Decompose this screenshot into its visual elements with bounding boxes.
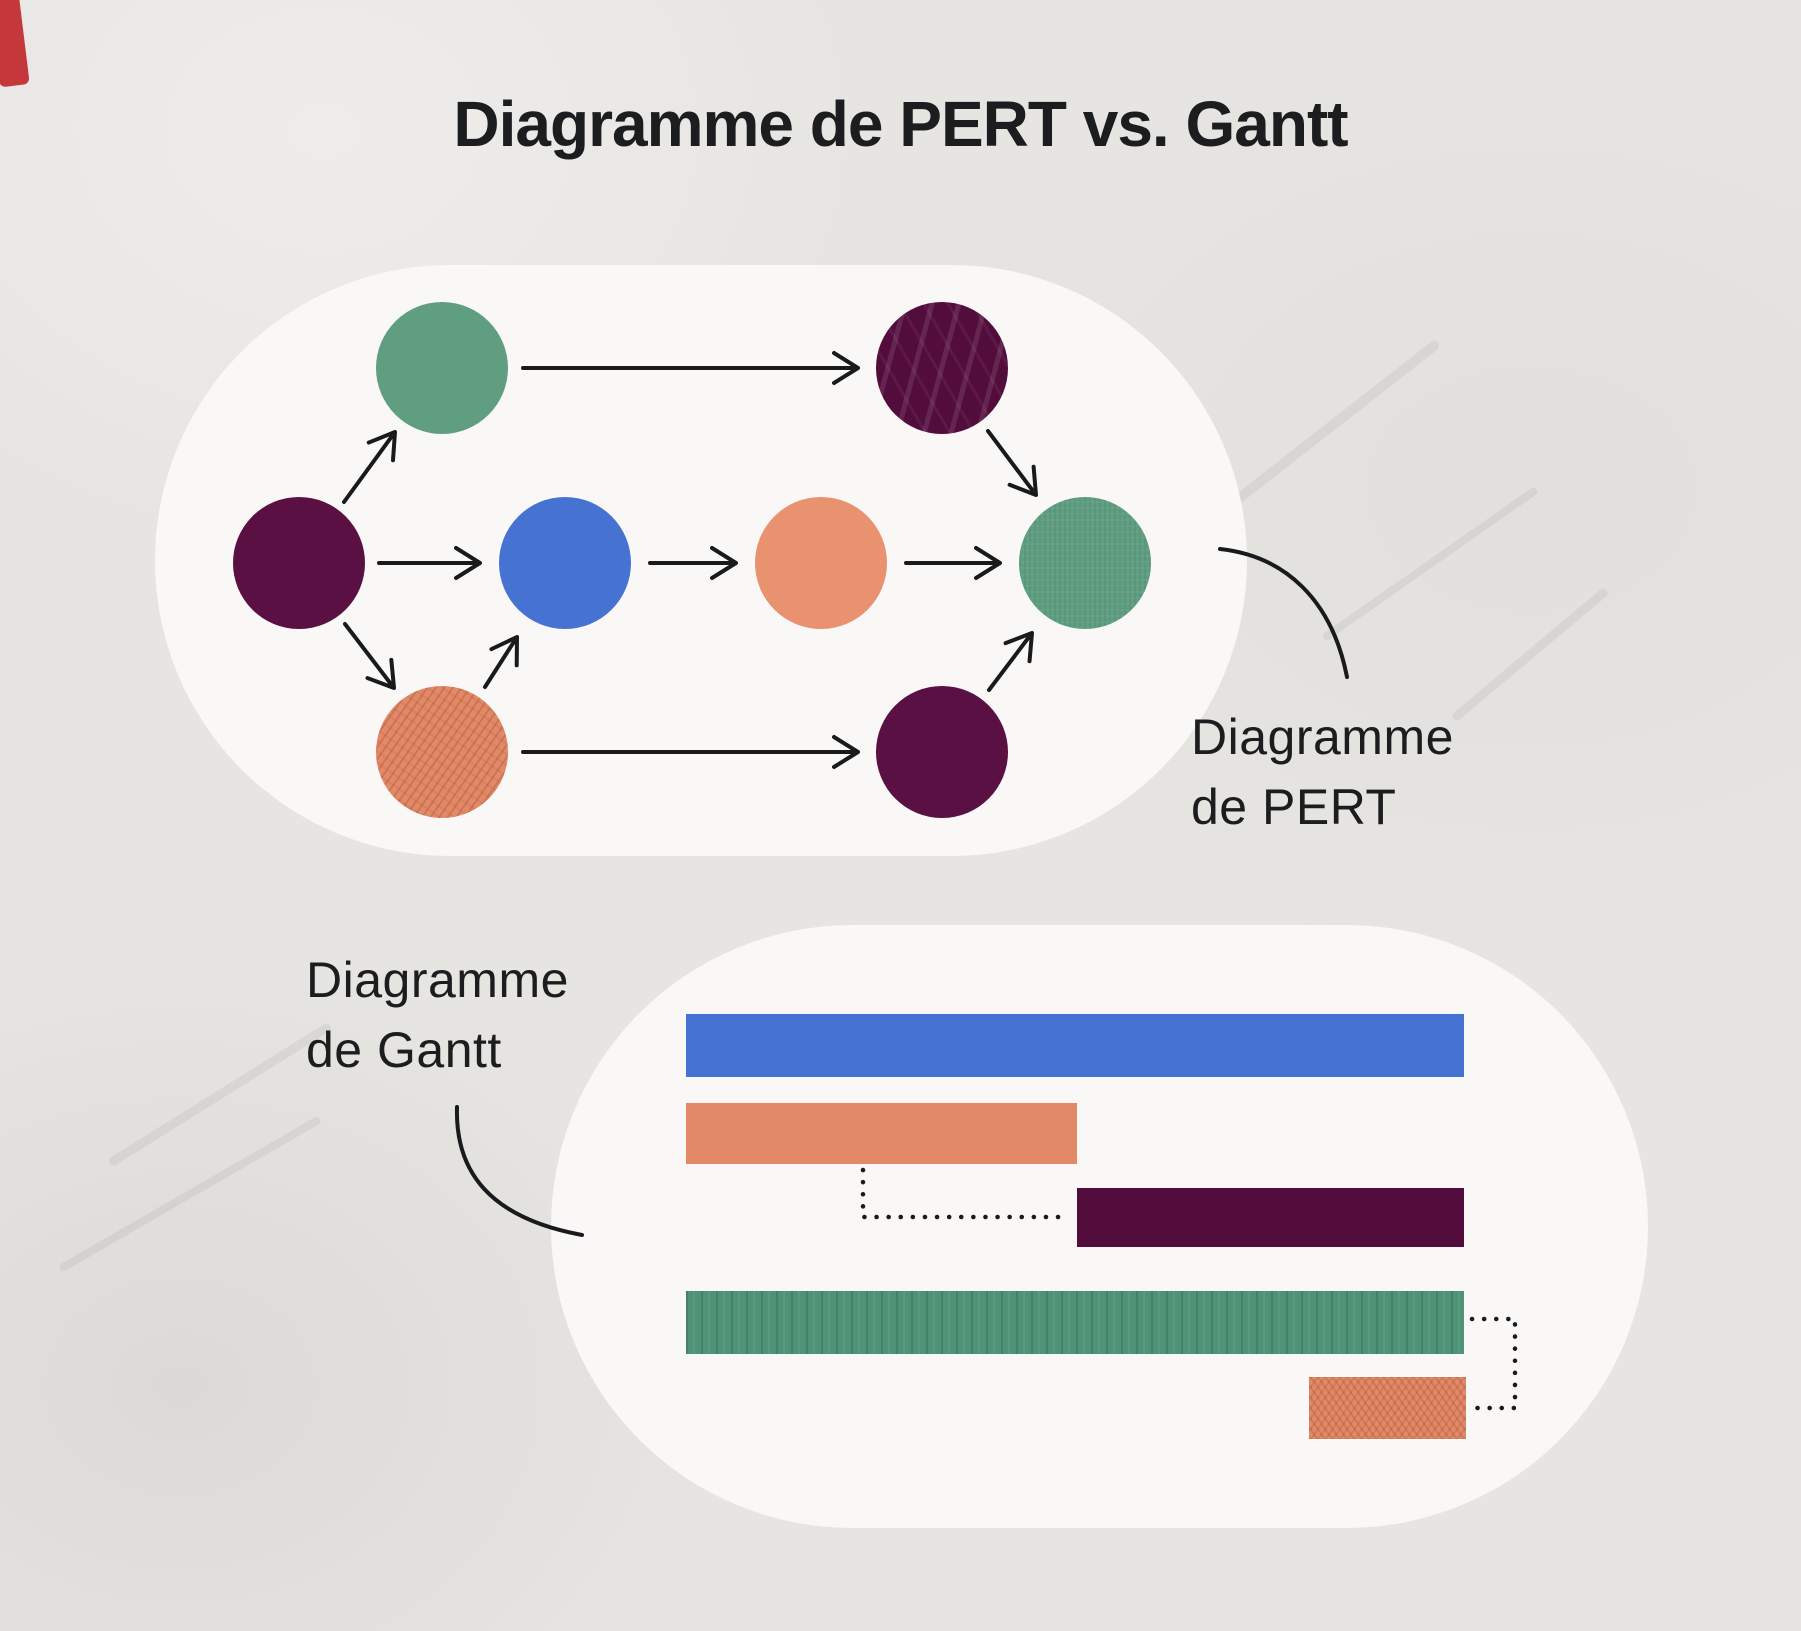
pert-node-top-green [376, 302, 508, 434]
pert-node-top-maroon [876, 302, 1008, 434]
gantt-chart-label-line2: de Gantt [306, 1022, 502, 1078]
gantt-chart-label-line1: Diagramme [306, 952, 569, 1008]
pert-chart-label-line1: Diagramme [1191, 709, 1454, 765]
pert-node-start [233, 497, 365, 629]
pert-node-mid-blue [499, 497, 631, 629]
pert-chart-label-line2: de PERT [1191, 779, 1397, 835]
gantt-bar-row3 [1077, 1188, 1464, 1247]
gantt-bar-row1 [686, 1014, 1464, 1077]
background-texture-streak [1450, 586, 1610, 723]
gantt-bar-row5 [1309, 1377, 1466, 1439]
background-texture-streak [1321, 486, 1539, 642]
page-title: Diagramme de PERT vs. Gantt [453, 88, 1348, 160]
background-texture-streak [58, 1115, 322, 1273]
pert-node-mid-orange [755, 497, 887, 629]
pert-node-bottom-maroon [876, 686, 1008, 818]
pert-chart-label: Diagramme de PERT [1191, 702, 1454, 842]
pert-node-bottom-orange [376, 686, 508, 818]
gantt-bar-row4 [686, 1291, 1464, 1354]
corner-mark [0, 0, 30, 88]
background-texture-streak [107, 1021, 333, 1168]
pert-node-end-green [1019, 497, 1151, 629]
gantt-bar-row2 [686, 1103, 1077, 1164]
gantt-chart-label: Diagramme de Gantt [306, 945, 569, 1085]
